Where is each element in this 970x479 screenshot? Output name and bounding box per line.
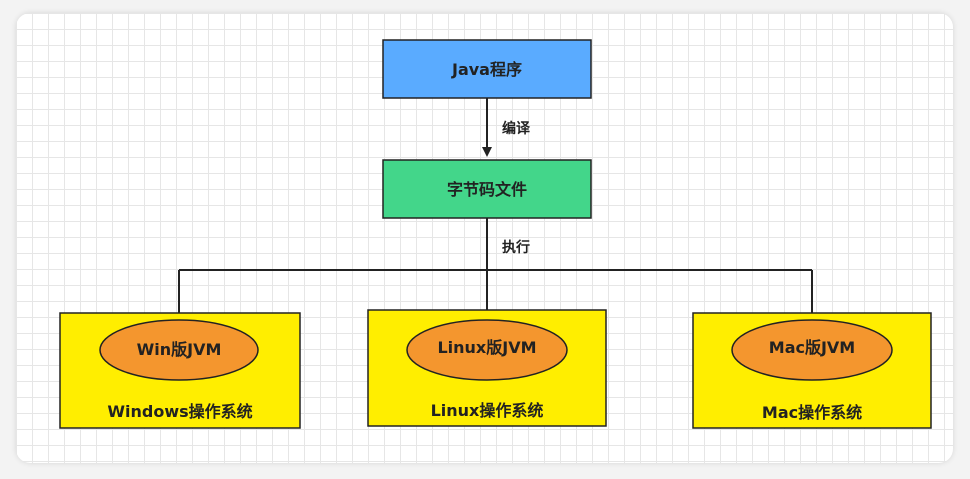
execute-label: 执行: [502, 239, 530, 256]
compile-label: 编译: [502, 120, 531, 137]
linux-jvm-ellipse: [406, 319, 568, 381]
bytecode-file-box: [382, 159, 592, 219]
linux-os-label: Linux操作系统: [431, 401, 544, 420]
win-jvm-label: Win版JVM: [137, 340, 222, 359]
mac-os-label: Mac操作系统: [762, 403, 862, 422]
java-program-label: Java程序: [451, 60, 522, 79]
mac-jvm-label: Mac版JVM: [769, 338, 855, 357]
win-jvm-ellipse: [99, 319, 259, 381]
windows-os-label: Windows操作系统: [107, 402, 252, 421]
linux-jvm-label: Linux版JVM: [437, 338, 536, 357]
mac-jvm-ellipse: [731, 319, 893, 381]
bytecode-file-label: 字节码文件: [447, 180, 527, 199]
